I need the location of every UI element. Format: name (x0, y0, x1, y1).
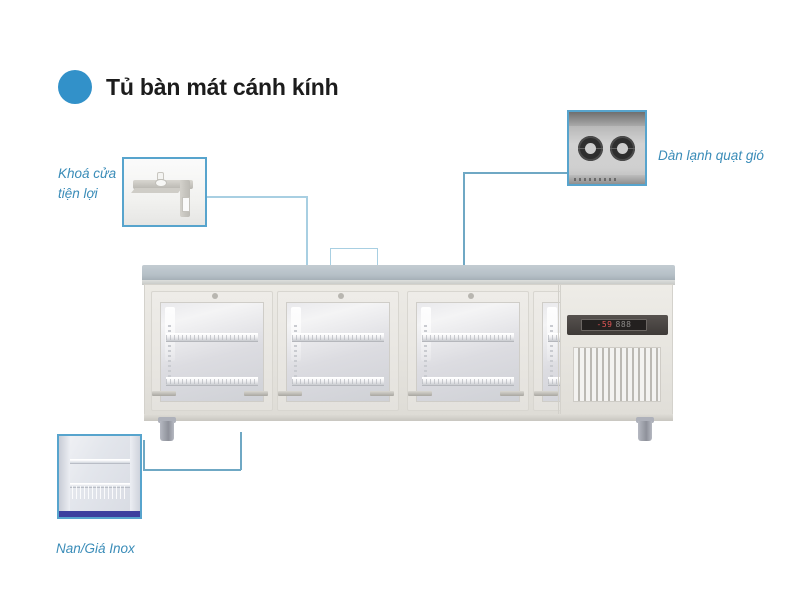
callout-label-lock: Khoá cửa tiện lợi (58, 166, 117, 201)
control-panel[interactable]: -59 888 (567, 315, 668, 335)
connector-lock-vertical (306, 196, 308, 268)
connector-lock-horizontal (207, 196, 308, 198)
cabinet-panel-seam (558, 284, 559, 416)
adjustable-leg (638, 421, 652, 441)
door-knob-icon (468, 293, 474, 299)
adjustable-leg (160, 421, 174, 441)
connector-stub-rect (330, 248, 378, 272)
inset-fan-coil-photo (567, 110, 647, 186)
display-secondary-value: 888 (615, 320, 632, 329)
leg-cap (158, 417, 176, 423)
door-glass-panel (416, 302, 520, 402)
door-hinge (244, 391, 268, 396)
fan-icon-left (578, 135, 604, 161)
ventilation-grille (573, 347, 661, 402)
bullet-icon (58, 70, 92, 104)
door-hinge (534, 391, 558, 396)
wire-shelf (292, 377, 384, 387)
temperature-display: -59 888 (581, 319, 647, 331)
connector-shelf-stub (143, 440, 145, 470)
cabinet-plinth (144, 414, 673, 421)
lock-knob-icon (155, 178, 167, 187)
connector-fan-vertical (463, 172, 465, 268)
door-hinge (408, 391, 432, 396)
wire-shelf (292, 333, 384, 343)
inset-door-lock-photo (122, 157, 207, 227)
connector-fan-horizontal (463, 172, 568, 174)
door-hinge (152, 391, 176, 396)
door-knob-icon (212, 293, 218, 299)
display-primary-value: -59 (596, 320, 613, 329)
connector-shelf-vertical (240, 432, 242, 470)
wire-shelf (166, 377, 258, 387)
compressor-bay: -59 888 (560, 284, 673, 416)
callout-label-shelf: Nan/Giá Inox (56, 541, 135, 556)
door-knob-icon (338, 293, 344, 299)
door-glass-panel (160, 302, 264, 402)
connector-shelf-horizontal (143, 469, 241, 471)
inset-stainless-shelf-photo (57, 434, 142, 519)
fan-icon-right (610, 135, 636, 161)
door-hinge (278, 391, 302, 396)
door-hinge (370, 391, 394, 396)
wire-shelf (422, 333, 514, 343)
cabinet-worktop (142, 265, 675, 283)
wire-shelf (166, 333, 258, 343)
page-title: Tủ bàn mát cánh kính (58, 70, 339, 104)
callout-label-fan: Dàn lạnh quạt gió (658, 148, 764, 163)
wire-shelf (422, 377, 514, 387)
door-glass-panel (286, 302, 390, 402)
leg-cap (636, 417, 654, 423)
product-cabinet: -59 888 (142, 265, 675, 441)
cabinet-worktop-edge (142, 280, 675, 285)
door-hinge (500, 391, 524, 396)
page-title-text: Tủ bàn mát cánh kính (106, 73, 339, 100)
